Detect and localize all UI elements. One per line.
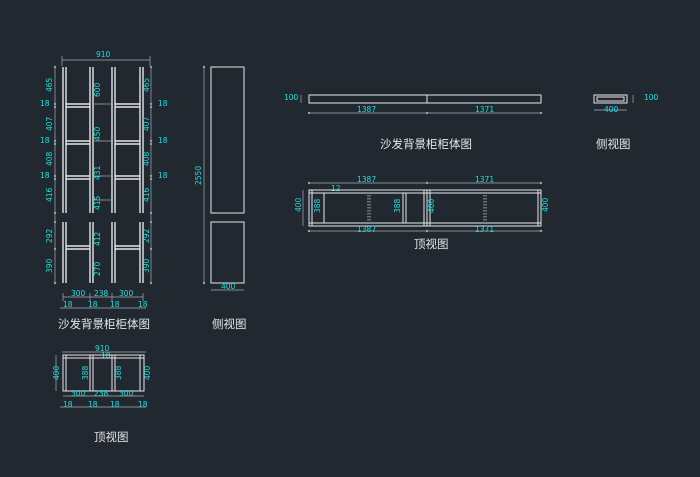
- top-inner-depth-0: 388: [81, 365, 90, 380]
- right-height-2: 407: [142, 116, 151, 131]
- side-view-cabinet: 2550 400 侧视图: [194, 65, 247, 331]
- long-side-depth: 400: [604, 105, 619, 114]
- bottom-thick-2: 18: [110, 300, 120, 309]
- front-view-cabinet: 910 465 18 407 18 408 18 416 292 390: [40, 50, 168, 331]
- top-width-2: 300: [119, 389, 134, 398]
- long-front-view: 100 1387 1371 沙发背景柜柜体图: [284, 93, 543, 151]
- right-height-7: 292: [142, 228, 151, 243]
- right-height-3: 18: [158, 136, 168, 145]
- left-height-7: 292: [45, 228, 54, 243]
- bottom-thick-3: 18: [138, 300, 148, 309]
- right-height-0: 465: [142, 77, 151, 92]
- side-depth: 400: [221, 282, 236, 291]
- top-view-title: 顶视图: [94, 430, 129, 444]
- left-height-2: 407: [45, 116, 54, 131]
- left-height-0: 465: [45, 77, 54, 92]
- long-front-width-0: 1387: [357, 105, 376, 114]
- top-overall-width: 910: [95, 344, 110, 353]
- bottom-width-0: 300: [71, 289, 86, 298]
- center-height-2: 431: [93, 165, 102, 180]
- long-side-title: 侧视图: [596, 137, 631, 151]
- long-side-height: 100: [644, 93, 659, 102]
- long-top-width-bottom-0: 1387: [357, 225, 376, 234]
- center-height-1: 450: [93, 126, 102, 141]
- right-height-6: 416: [142, 187, 151, 202]
- left-height-8: 390: [45, 258, 54, 273]
- top-width-0: 300: [71, 389, 86, 398]
- center-height-4: 412: [93, 231, 102, 246]
- left-height-5: 18: [40, 171, 50, 180]
- center-height-0: 600: [93, 82, 102, 97]
- top-width-1: 238: [94, 389, 109, 398]
- long-front-height: 100: [284, 93, 299, 102]
- right-height-8: 390: [142, 258, 151, 273]
- bottom-thick-0: 18: [63, 300, 73, 309]
- long-top-width-top-0: 1387: [357, 175, 376, 184]
- long-side-view: 100 400 侧视图: [593, 93, 659, 151]
- top-thick-2: 18: [110, 400, 120, 409]
- side-view-title: 侧视图: [212, 317, 247, 331]
- top-thick-3: 18: [138, 400, 148, 409]
- right-height-1: 18: [158, 99, 168, 108]
- top-thick-0: 18: [63, 400, 73, 409]
- left-height-3: 18: [40, 136, 50, 145]
- bottom-width-2: 300: [119, 289, 134, 298]
- front-view-title: 沙发背景柜柜体图: [58, 317, 150, 331]
- long-top-depth-left: 400: [294, 197, 303, 212]
- long-top-width-top-1: 1371: [475, 175, 494, 184]
- long-front-width-1: 1371: [475, 105, 494, 114]
- long-front-title: 沙发背景柜柜体图: [380, 137, 472, 151]
- left-height-1: 18: [40, 99, 50, 108]
- long-top-small: 12: [331, 184, 341, 193]
- left-height-4: 408: [45, 151, 54, 166]
- side-height: 2550: [194, 166, 203, 185]
- top-depth-left: 400: [52, 365, 61, 380]
- long-top-inner-depth-1: 388: [393, 198, 402, 213]
- bottom-thick-1: 18: [88, 300, 98, 309]
- long-top-inner-depth-2: 400: [427, 198, 436, 213]
- right-height-5: 18: [158, 171, 168, 180]
- top-view-cabinet: 910 18 400 400 388 388 300 238 300 18 18…: [52, 344, 152, 444]
- long-top-width-bottom-1: 1371: [475, 225, 494, 234]
- long-top-title: 顶视图: [414, 237, 449, 251]
- left-height-6: 416: [45, 187, 54, 202]
- long-top-inner-depth-0: 388: [313, 198, 322, 213]
- long-top-depth-right: 400: [541, 197, 550, 212]
- top-depth-right: 400: [143, 365, 152, 380]
- top-inner-depth-1: 388: [114, 365, 123, 380]
- center-height-5: 270: [93, 261, 102, 276]
- bottom-width-1: 238: [94, 289, 109, 298]
- center-height-3: 415: [93, 195, 102, 210]
- long-top-view: 1387 1371 12 400 400 388 388 400 1387 13…: [294, 175, 550, 251]
- front-overall-width: 910: [96, 50, 111, 59]
- top-thick-1: 18: [88, 400, 98, 409]
- right-height-4: 408: [142, 151, 151, 166]
